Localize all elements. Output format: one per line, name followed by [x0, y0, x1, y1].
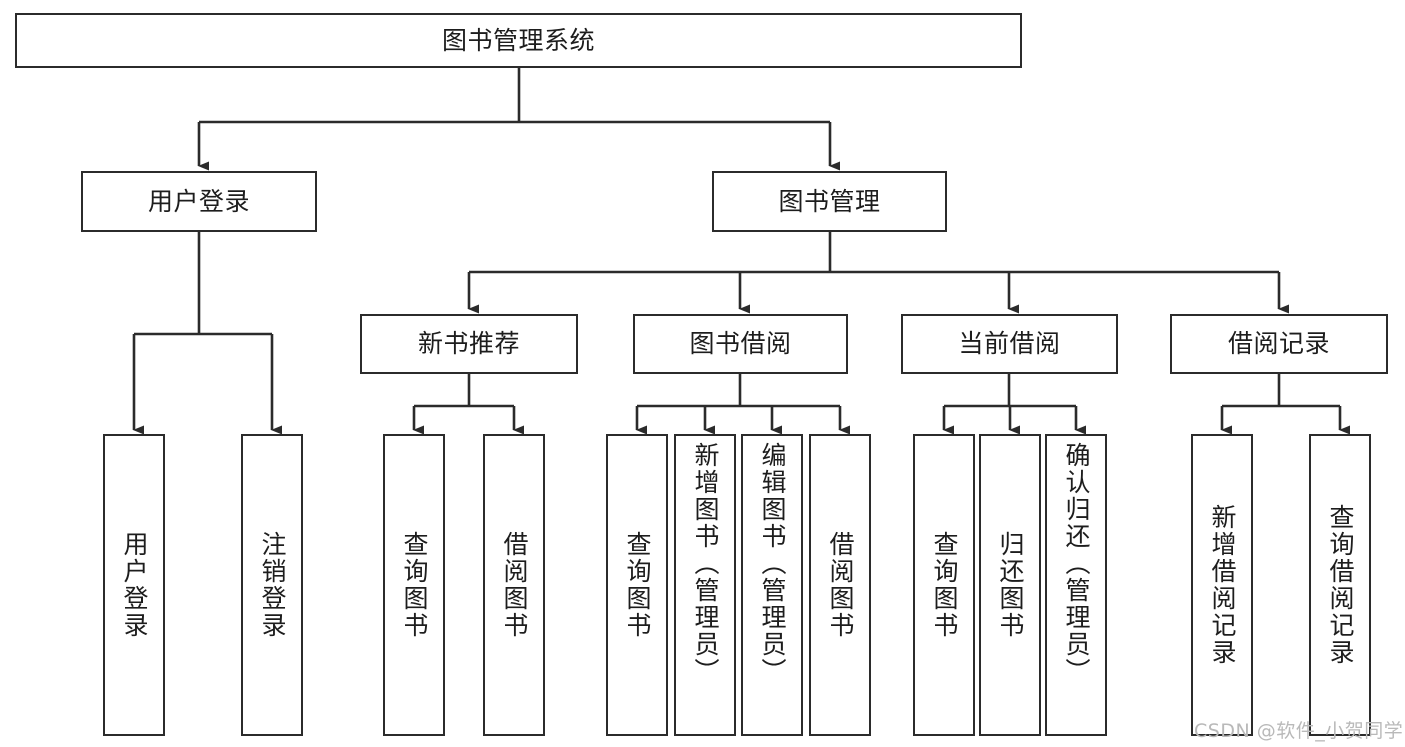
leaf-new-book-query[interactable]: 查询图书 — [383, 434, 445, 736]
leaf-book-borrow-add[interactable]: 新增图书（管理员） — [674, 434, 736, 736]
leaf-user-login-login-label: 用户登录 — [120, 531, 149, 639]
leaf-borrow-record-add[interactable]: 新增借阅记录 — [1191, 434, 1253, 736]
leaf-book-borrow-borrow-label: 借阅图书 — [826, 531, 855, 639]
node-book-borrow[interactable]: 图书借阅 — [633, 314, 848, 374]
leaf-book-borrow-query[interactable]: 查询图书 — [606, 434, 668, 736]
node-new-book-recommend-label: 新书推荐 — [417, 329, 520, 359]
node-new-book-recommend[interactable]: 新书推荐 — [360, 314, 578, 374]
node-user-login-label: 用户登录 — [147, 186, 250, 216]
leaf-book-borrow-borrow[interactable]: 借阅图书 — [809, 434, 871, 736]
node-current-borrow-label: 当前借阅 — [958, 329, 1061, 359]
leaf-borrow-record-query[interactable]: 查询借阅记录 — [1309, 434, 1371, 736]
leaf-book-borrow-query-label: 查询图书 — [623, 531, 652, 639]
node-current-borrow[interactable]: 当前借阅 — [901, 314, 1118, 374]
node-user-login[interactable]: 用户登录 — [81, 171, 317, 232]
leaf-borrow-record-add-label: 新增借阅记录 — [1208, 504, 1237, 666]
leaf-new-book-borrow[interactable]: 借阅图书 — [483, 434, 545, 736]
csdn-watermark: CSDN @软件_小贺同学 — [1194, 720, 1404, 742]
leaf-borrow-record-query-label: 查询借阅记录 — [1326, 504, 1355, 666]
leaf-book-borrow-add-label: 新增图书（管理员） — [691, 442, 720, 685]
leaf-user-login-logout[interactable]: 注销登录 — [241, 434, 303, 736]
node-borrow-record[interactable]: 借阅记录 — [1170, 314, 1388, 374]
leaf-current-borrow-confirm-label: 确认归还（管理员） — [1062, 442, 1091, 685]
leaf-user-login-login[interactable]: 用户登录 — [103, 434, 165, 736]
node-book-borrow-label: 图书借阅 — [689, 329, 792, 359]
node-book-manage-label: 图书管理 — [778, 186, 881, 216]
node-book-manage[interactable]: 图书管理 — [712, 171, 947, 232]
leaf-current-borrow-query[interactable]: 查询图书 — [913, 434, 975, 736]
leaf-current-borrow-query-label: 查询图书 — [930, 531, 959, 639]
node-root-system[interactable]: 图书管理系统 — [15, 13, 1022, 68]
leaf-current-borrow-return-label: 归还图书 — [996, 531, 1025, 639]
leaf-current-borrow-return[interactable]: 归还图书 — [979, 434, 1041, 736]
leaf-new-book-query-label: 查询图书 — [400, 531, 429, 639]
leaf-current-borrow-confirm[interactable]: 确认归还（管理员） — [1045, 434, 1107, 736]
leaf-new-book-borrow-label: 借阅图书 — [500, 531, 529, 639]
leaf-user-login-logout-label: 注销登录 — [258, 531, 287, 639]
leaf-book-borrow-edit-label: 编辑图书（管理员） — [758, 442, 787, 685]
node-root-system-label: 图书管理系统 — [441, 25, 595, 55]
node-borrow-record-label: 借阅记录 — [1227, 329, 1330, 359]
leaf-book-borrow-edit[interactable]: 编辑图书（管理员） — [741, 434, 803, 736]
